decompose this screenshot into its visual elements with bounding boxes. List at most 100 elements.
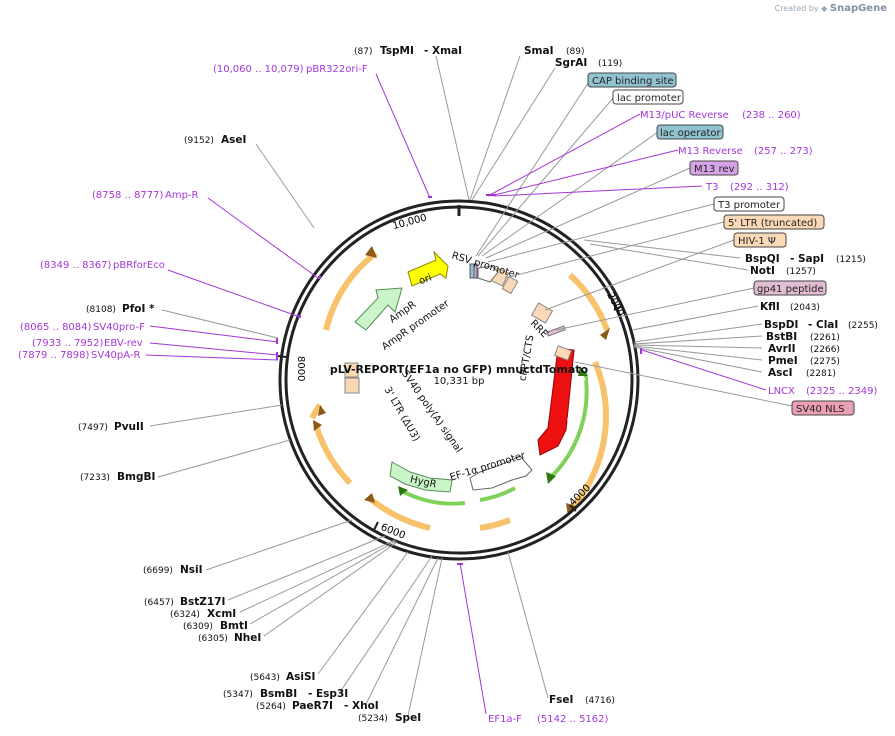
feature-box-hiv [733, 232, 787, 248]
enzyme-tspmi: TspMI [380, 45, 414, 57]
orange-arc-2 [567, 272, 610, 332]
leader-line [583, 239, 741, 259]
enzyme-tspmi-pos: (87) [354, 47, 372, 57]
leader-line [493, 185, 703, 197]
primer-lncx: LNCX [768, 386, 795, 397]
leader-line [471, 67, 556, 201]
primer-lncx-range: (2325 .. 2349) [806, 386, 878, 397]
enzyme-paer7i-pos: (5264) [256, 702, 286, 712]
enzyme-asei-pos: (9152) [184, 136, 214, 146]
primer-marker [318, 276, 321, 279]
enzyme-sep: - [790, 253, 794, 265]
primer-pbrforeco: pBRforEco [113, 260, 165, 271]
primer-marker [298, 315, 301, 318]
snapgene-logo-icon: ◆ [821, 4, 828, 13]
feature-box-cap [587, 72, 677, 88]
primer-ampr: Amp-R [165, 190, 199, 201]
leader-line [149, 404, 283, 427]
hygr-feature [389, 461, 453, 493]
cppt-box [554, 345, 572, 361]
tdtomato-feature [537, 347, 575, 456]
leader-line [317, 551, 409, 675]
lac-box-2 [473, 263, 478, 279]
feature-layer [309, 246, 610, 531]
enzyme-smai-pos: (89) [566, 47, 584, 57]
leader-line [555, 287, 755, 331]
primer-marker [486, 194, 496, 196]
feature-box-lacpromoter [612, 89, 684, 105]
plasmid-backbone-outer [278, 199, 640, 561]
primer-sv40prof-range: (8065 .. 8084) [20, 322, 92, 333]
feature-label-sv40nls: SV40 NLS [796, 404, 845, 415]
enzyme-bmti: BmtI [220, 620, 248, 632]
primer-marker [457, 563, 463, 565]
primer-ef1af-range: (5142 .. 5162) [537, 714, 609, 725]
leader-line [633, 344, 763, 349]
enzyme-asisi-pos: (5643) [250, 673, 280, 683]
enzyme-sgrai: SgrAI [555, 57, 587, 69]
enzyme-asci-pos: (2281) [806, 369, 836, 379]
leader-line [544, 239, 735, 311]
feature-box-m13rev [689, 160, 739, 176]
ltr5-box [501, 275, 519, 295]
enzyme-bspqi: BspQI [745, 253, 780, 265]
brand-name: SnapGene [829, 3, 887, 14]
enzyme-pfoi-pos: (8108) [86, 305, 116, 315]
feature-label-cap: CAP binding site [592, 76, 674, 87]
leader-line [633, 345, 763, 361]
leader-line [407, 557, 443, 717]
leader-line [487, 203, 715, 263]
ef1a-promoter-feature [469, 455, 533, 491]
primer-pbrforeco-range: (8349 .. 8367) [40, 260, 112, 271]
label-hygr: HygR [409, 474, 437, 490]
green-arc-1 [548, 371, 589, 480]
enzyme-asei: AseI [221, 134, 246, 146]
enzyme-avrii-pos: (2266) [810, 345, 840, 355]
feature-label-t3promoter: T3 promoter [717, 200, 781, 211]
primer-ef1af: EF1a-F [488, 714, 522, 725]
enzyme-paer7i: PaeR7I [292, 700, 333, 712]
enzyme-bmgbi: BmgBI [117, 471, 155, 483]
enzyme-pmei-pos: (2275) [810, 357, 840, 367]
leader-line [504, 221, 725, 279]
enzyme-xmai: XmaI [432, 45, 462, 57]
primer-sv40prof: SV40pro-F [93, 322, 145, 333]
ltr3-box [344, 377, 360, 394]
primer-m13rev-range: (257 .. 273) [754, 146, 813, 157]
leader-line [507, 551, 549, 699]
feature-label-lacpromoter: lac promoter [617, 93, 682, 104]
enzyme-bstbi-pos: (2261) [810, 333, 840, 343]
enzyme-bspdi: BspDI [764, 319, 798, 331]
enzyme-pvuii: PvuII [114, 421, 144, 433]
enzyme-noti: NotI [750, 265, 775, 277]
enzyme-bstz17i-pos: (6457) [144, 598, 174, 608]
leader-line [145, 354, 279, 361]
orange-arc-1 [323, 250, 378, 331]
leader-line [485, 167, 691, 259]
enzyme-noti-pos: (1257) [786, 267, 816, 277]
arrowhead-2 [600, 328, 610, 340]
primer-m13puc: M13/pUC Reverse [640, 110, 729, 121]
enzyme-bmgbi-pos: (7233) [80, 473, 110, 483]
enzyme-fsei-pos: (4716) [585, 696, 615, 706]
enzyme-asci: AscI [768, 367, 793, 379]
feature-box-5ltr [723, 214, 825, 230]
enzyme-bstz17i: BstZ17I [180, 596, 225, 608]
enzyme-xcmi-pos: (6324) [170, 610, 200, 620]
ampr-feature [354, 287, 403, 331]
enzyme-nsii: NsiI [180, 564, 203, 576]
leader-line [239, 539, 396, 613]
leader-line [481, 131, 659, 257]
enzyme-bstbi: BstBI [766, 331, 797, 343]
enzyme-kfli-pos: (2043) [790, 303, 820, 313]
leader-line [249, 540, 397, 625]
primer-marker [276, 338, 278, 344]
brand-prefix: Created by [774, 4, 819, 13]
enzyme-xcmi: XcmI [207, 608, 236, 620]
leader-line [574, 361, 793, 407]
rre-box [530, 302, 554, 324]
enzyme-spei: SpeI [395, 712, 421, 724]
enzyme-bspdi-pos: (2255) [848, 321, 878, 331]
enzyme-sapi: SapI [798, 253, 824, 265]
